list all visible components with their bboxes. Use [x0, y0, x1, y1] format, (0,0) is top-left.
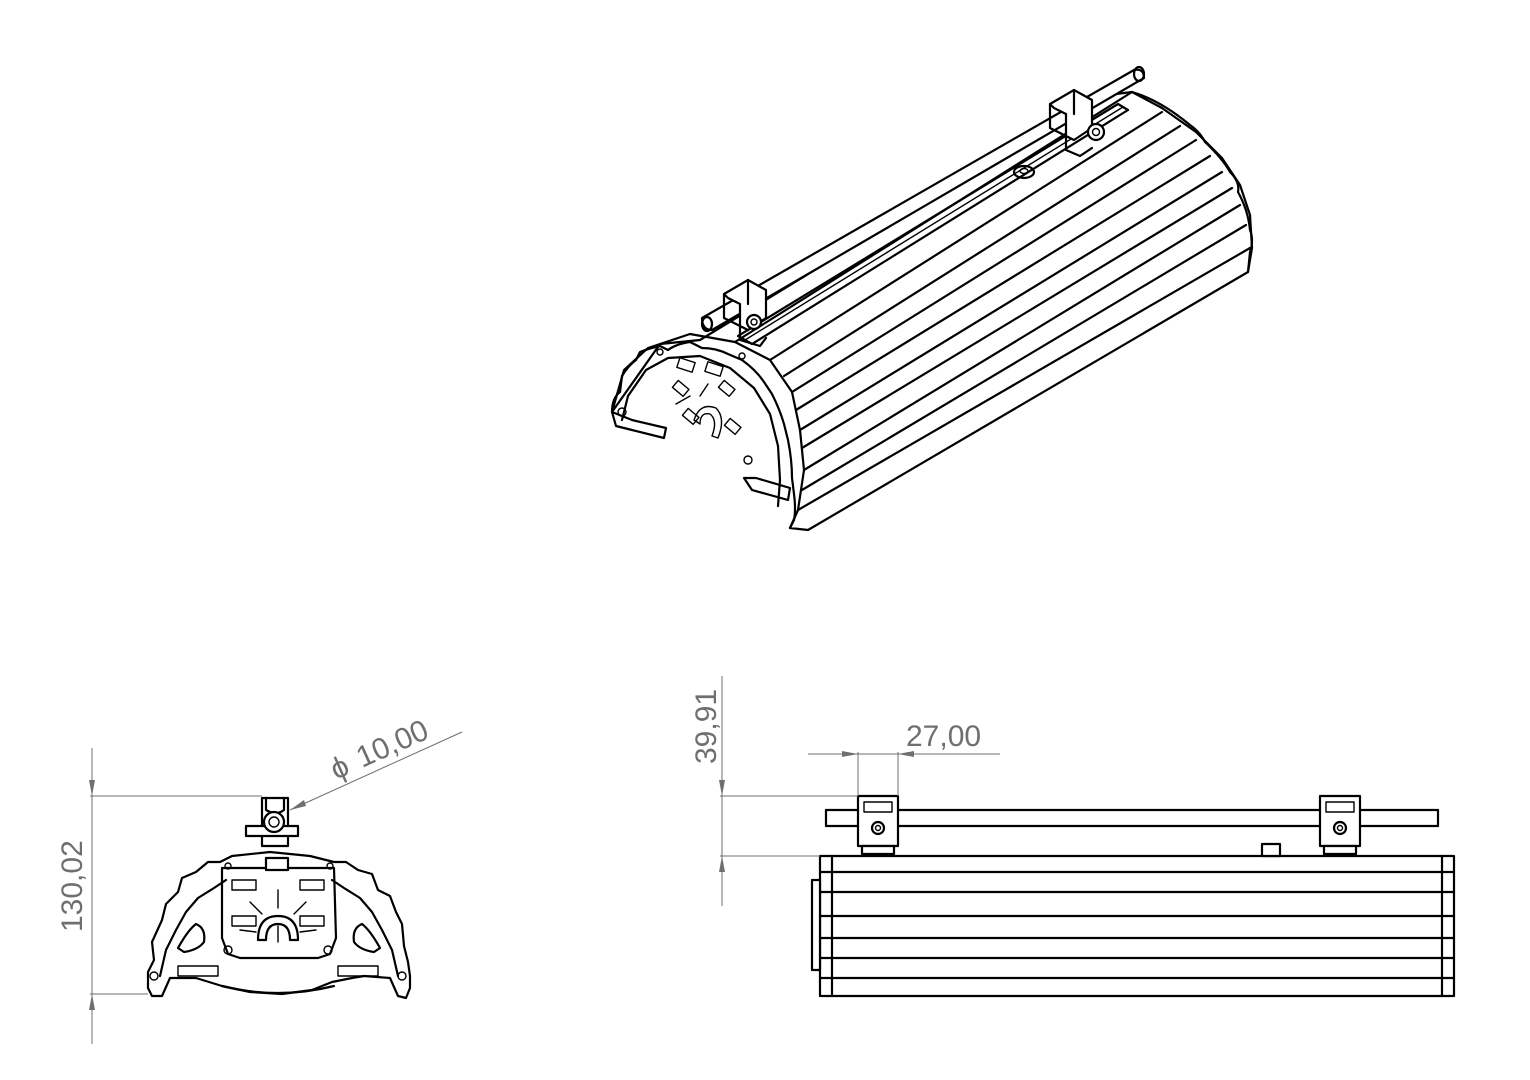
mounting-rod-end — [1132, 65, 1146, 83]
housing-fin — [798, 170, 1224, 432]
end-cap-slot — [723, 417, 742, 436]
front-arch — [176, 922, 206, 954]
housing-fin — [796, 246, 1252, 512]
front-rib — [239, 929, 257, 933]
housing-end-edge — [1130, 90, 1254, 274]
side-clamp — [1318, 794, 1362, 856]
housing-fin — [794, 154, 1212, 412]
housing-fin — [800, 186, 1234, 450]
dimension-clamp-height: 39,91 — [690, 676, 858, 906]
front-view — [146, 796, 412, 1000]
mounting-rod-end — [700, 315, 714, 333]
front-rod-section — [262, 810, 286, 834]
housing-body — [610, 90, 1254, 532]
side-view — [810, 794, 1456, 998]
isometric-view — [610, 65, 1254, 532]
dim-overall-height-label: 130,02 — [56, 840, 89, 932]
housing-fin — [802, 203, 1242, 472]
front-clamp-base — [264, 856, 290, 872]
end-cap-screw — [743, 455, 753, 465]
front-arch — [352, 922, 382, 954]
front-screw — [397, 971, 407, 981]
front-slot — [299, 879, 325, 891]
housing-fin — [768, 110, 1164, 362]
front-rib — [249, 901, 263, 915]
end-cap-keyhole — [693, 405, 723, 439]
front-slot — [177, 965, 219, 977]
side-end-tab — [810, 878, 822, 972]
front-arch — [330, 878, 400, 978]
front-slot — [231, 915, 257, 927]
side-channel-nut — [1260, 842, 1282, 858]
front-slot — [337, 965, 379, 977]
channel-nut — [1019, 167, 1029, 175]
front-screw — [223, 945, 233, 955]
front-plate — [220, 866, 338, 960]
end-cap-screw — [738, 352, 746, 360]
dimension-clamp-width: 27,00 — [808, 720, 1000, 796]
end-cap-slot — [704, 361, 724, 377]
front-rod-section — [268, 816, 280, 828]
dimension-overall-height: 130,02 — [56, 748, 262, 1044]
front-screw — [326, 862, 334, 870]
dimension-rod-diameter: ϕ 10,00 — [289, 714, 463, 811]
housing-fin — [800, 223, 1248, 492]
front-screw — [224, 862, 232, 870]
front-screw — [149, 971, 159, 981]
end-cap-slot — [717, 379, 736, 398]
end-cap-rib — [699, 383, 709, 397]
front-slot — [299, 915, 325, 927]
side-clamp — [856, 794, 900, 856]
front-lens — [220, 984, 336, 995]
front-screw — [323, 945, 333, 955]
rod-clamp — [722, 278, 768, 348]
end-cap-rib — [675, 395, 691, 405]
end-cap-tab — [742, 476, 792, 502]
rod-clamp — [1048, 88, 1106, 158]
front-keyhole — [256, 914, 300, 942]
end-cap-screw — [617, 407, 627, 417]
end-cap-tab — [610, 410, 668, 440]
end-cap-screw — [656, 348, 664, 356]
end-cap-slot — [676, 357, 696, 373]
dim-diameter-symbol: ϕ — [325, 749, 354, 786]
end-cap-inner — [620, 354, 782, 508]
front-arch — [158, 878, 228, 978]
dim-clamp-width-label: 27,00 — [906, 720, 981, 753]
front-slot — [231, 879, 257, 891]
top-channel-groove — [744, 106, 1124, 341]
dim-rod-diameter-label: 10,00 — [351, 714, 433, 775]
end-cap — [610, 340, 797, 530]
end-cap-slot — [671, 379, 690, 398]
housing-fin — [790, 138, 1198, 394]
dim-clamp-height-label: 39,91 — [690, 689, 723, 764]
side-rod — [824, 808, 1440, 828]
side-housing — [818, 854, 1456, 998]
channel-nut — [1012, 164, 1036, 180]
housing-fin — [782, 124, 1182, 378]
front-rib — [299, 929, 317, 933]
front-rib — [293, 901, 307, 915]
